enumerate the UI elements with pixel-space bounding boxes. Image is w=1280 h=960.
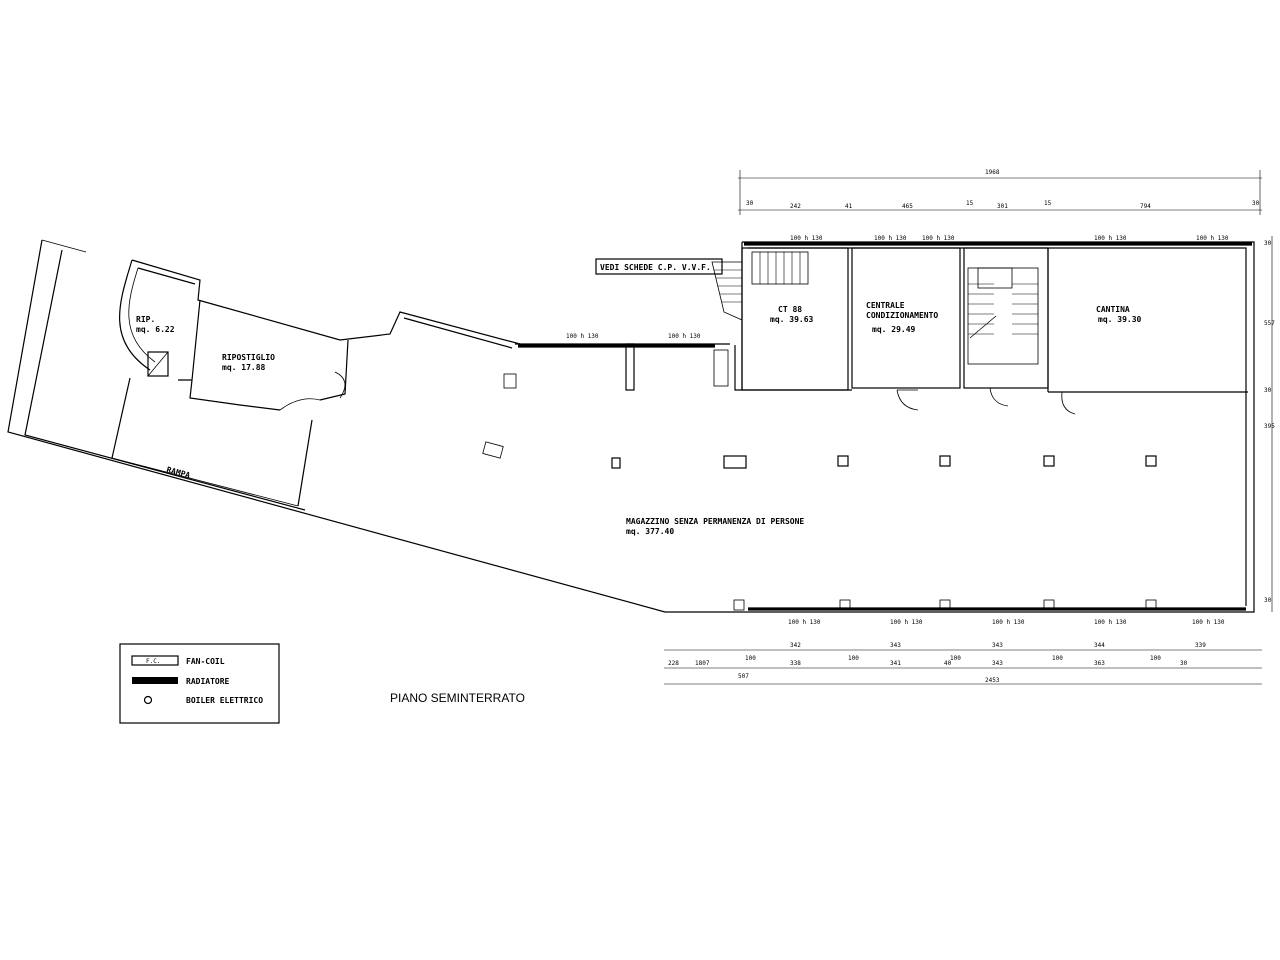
dim-b1-sub-1: 100 bbox=[745, 655, 756, 662]
window-tag: 100 h 130 bbox=[1192, 619, 1225, 626]
right-block-walls bbox=[515, 241, 1255, 613]
dim-b1-sub-5: 100 bbox=[1150, 655, 1161, 662]
dim-top-2: 242 bbox=[790, 203, 801, 210]
dimension-texts: 1968 30 242 41 465 15 301 15 794 30 30 5… bbox=[668, 169, 1275, 684]
room-ct-area: mq. 39.63 bbox=[770, 315, 814, 324]
dim-right-5: 30 bbox=[1264, 597, 1272, 604]
legend-fancoil-label: FAN-COIL bbox=[186, 657, 225, 666]
drawing-title: PIANO SEMINTERRATO bbox=[390, 691, 525, 705]
window-tag: 100 h 130 bbox=[890, 619, 923, 626]
dim-b1-4: 344 bbox=[1094, 642, 1105, 649]
dim-b1-sub-4: 100 bbox=[1052, 655, 1063, 662]
legend-fancoil-symbol: F.C. bbox=[146, 658, 160, 665]
stair-ct bbox=[751, 251, 809, 285]
room-magazzino-name: MAGAZZINO SENZA PERMANENZA DI PERSONE bbox=[626, 517, 804, 526]
pillars bbox=[611, 343, 1157, 611]
stair-west bbox=[711, 261, 743, 321]
dim-b1-sub-2: 100 bbox=[848, 655, 859, 662]
room-centrale-name: CENTRALE bbox=[866, 301, 905, 310]
legend-boiler-label: BOILER ELETTRICO bbox=[186, 696, 263, 705]
window-tag: 100 h 130 bbox=[1196, 235, 1229, 242]
legend-boiler-symbol bbox=[143, 695, 153, 705]
dim-b2-1: 338 bbox=[790, 660, 801, 667]
dim-bottom-total: 2453 bbox=[985, 677, 1000, 684]
room-magazzino-area: mq. 377.40 bbox=[626, 527, 674, 536]
room-ripostiglio-area: mq. 17.88 bbox=[222, 363, 266, 372]
window-tag: 100 h 130 bbox=[874, 235, 907, 242]
dim-top-7: 15 bbox=[1044, 200, 1052, 207]
dim-b1-1: 342 bbox=[790, 642, 801, 649]
room-rip-name: RIP. bbox=[136, 315, 155, 324]
dim-right-2: 557 bbox=[1264, 320, 1275, 327]
legend-radiator-symbol bbox=[132, 677, 178, 684]
window-tag: 100 h 130 bbox=[790, 235, 823, 242]
dim-right-4: 395 bbox=[1264, 423, 1275, 430]
window-tag: 100 h 130 bbox=[922, 235, 955, 242]
dim-b2-4: 343 bbox=[992, 660, 1003, 667]
dim-right-1: 30 bbox=[1264, 240, 1272, 247]
room-centrale-name2: CONDIZIONAMENTO bbox=[866, 311, 938, 320]
window-tag: 100 h 130 bbox=[992, 619, 1025, 626]
window-tag: 100 h 130 bbox=[1094, 619, 1127, 626]
dim-b2-2: 341 bbox=[890, 660, 901, 667]
window-tag: 100 h 130 bbox=[1094, 235, 1127, 242]
room-centrale-area: mq. 29.49 bbox=[872, 325, 916, 334]
dim-top-9: 30 bbox=[1252, 200, 1260, 207]
vvf-note-text: VEDI SCHEDE C.P. V.V.F. bbox=[600, 263, 711, 272]
dimension-lines bbox=[664, 170, 1273, 685]
room-ct-name: CT 88 bbox=[778, 305, 802, 314]
window-tag: 100 h 130 bbox=[668, 333, 701, 340]
room-cantina-name: CANTINA bbox=[1096, 305, 1130, 314]
window-tags: 100 h 130 100 h 130 100 h 130 100 h 130 … bbox=[566, 235, 1229, 626]
stair-central bbox=[967, 267, 1039, 365]
dim-b2-left-1: 228 bbox=[668, 660, 679, 667]
dim-b1-sub-3: 100 bbox=[950, 655, 961, 662]
vvf-note: VEDI SCHEDE C.P. V.V.F. bbox=[595, 258, 723, 275]
dim-b1-2: 343 bbox=[890, 642, 901, 649]
legend-radiator-label: RADIATORE bbox=[186, 677, 230, 686]
room-cantina-area: mq. 39.30 bbox=[1098, 315, 1142, 324]
dim-b2-6: 30 bbox=[1180, 660, 1188, 667]
room-rampa-name: RAMPA bbox=[165, 465, 191, 480]
dim-top-3: 41 bbox=[845, 203, 853, 210]
dim-top-8: 794 bbox=[1140, 203, 1151, 210]
room-rip-area: mq. 6.22 bbox=[136, 325, 175, 334]
dim-top-5: 15 bbox=[966, 200, 974, 207]
dim-top-6: 301 bbox=[997, 203, 1008, 210]
room-ripostiglio-name: RIPOSTIGLIO bbox=[222, 353, 275, 362]
dim-b1-3: 343 bbox=[992, 642, 1003, 649]
legend: F.C. FAN-COIL RADIATORE BOILER ELETTRICO bbox=[119, 643, 280, 724]
dim-right-3: 30 bbox=[1264, 387, 1272, 394]
dim-top-4: 465 bbox=[902, 203, 913, 210]
dim-b1-5: 339 bbox=[1195, 642, 1206, 649]
window-tag: 100 h 130 bbox=[788, 619, 821, 626]
dim-b2-left-3: 507 bbox=[738, 673, 749, 680]
left-wing-walls bbox=[7, 239, 745, 613]
dim-b2-3: 40 bbox=[944, 660, 952, 667]
room-labels: RIP. mq. 6.22 RIPOSTIGLIO mq. 17.88 CT 8… bbox=[136, 301, 1142, 536]
dim-b2-5: 363 bbox=[1094, 660, 1105, 667]
dim-b2-left-2: 1807 bbox=[695, 660, 710, 667]
dim-top-1: 30 bbox=[746, 200, 754, 207]
window-tag: 100 h 130 bbox=[566, 333, 599, 340]
dim-top-total: 1968 bbox=[985, 169, 1000, 176]
